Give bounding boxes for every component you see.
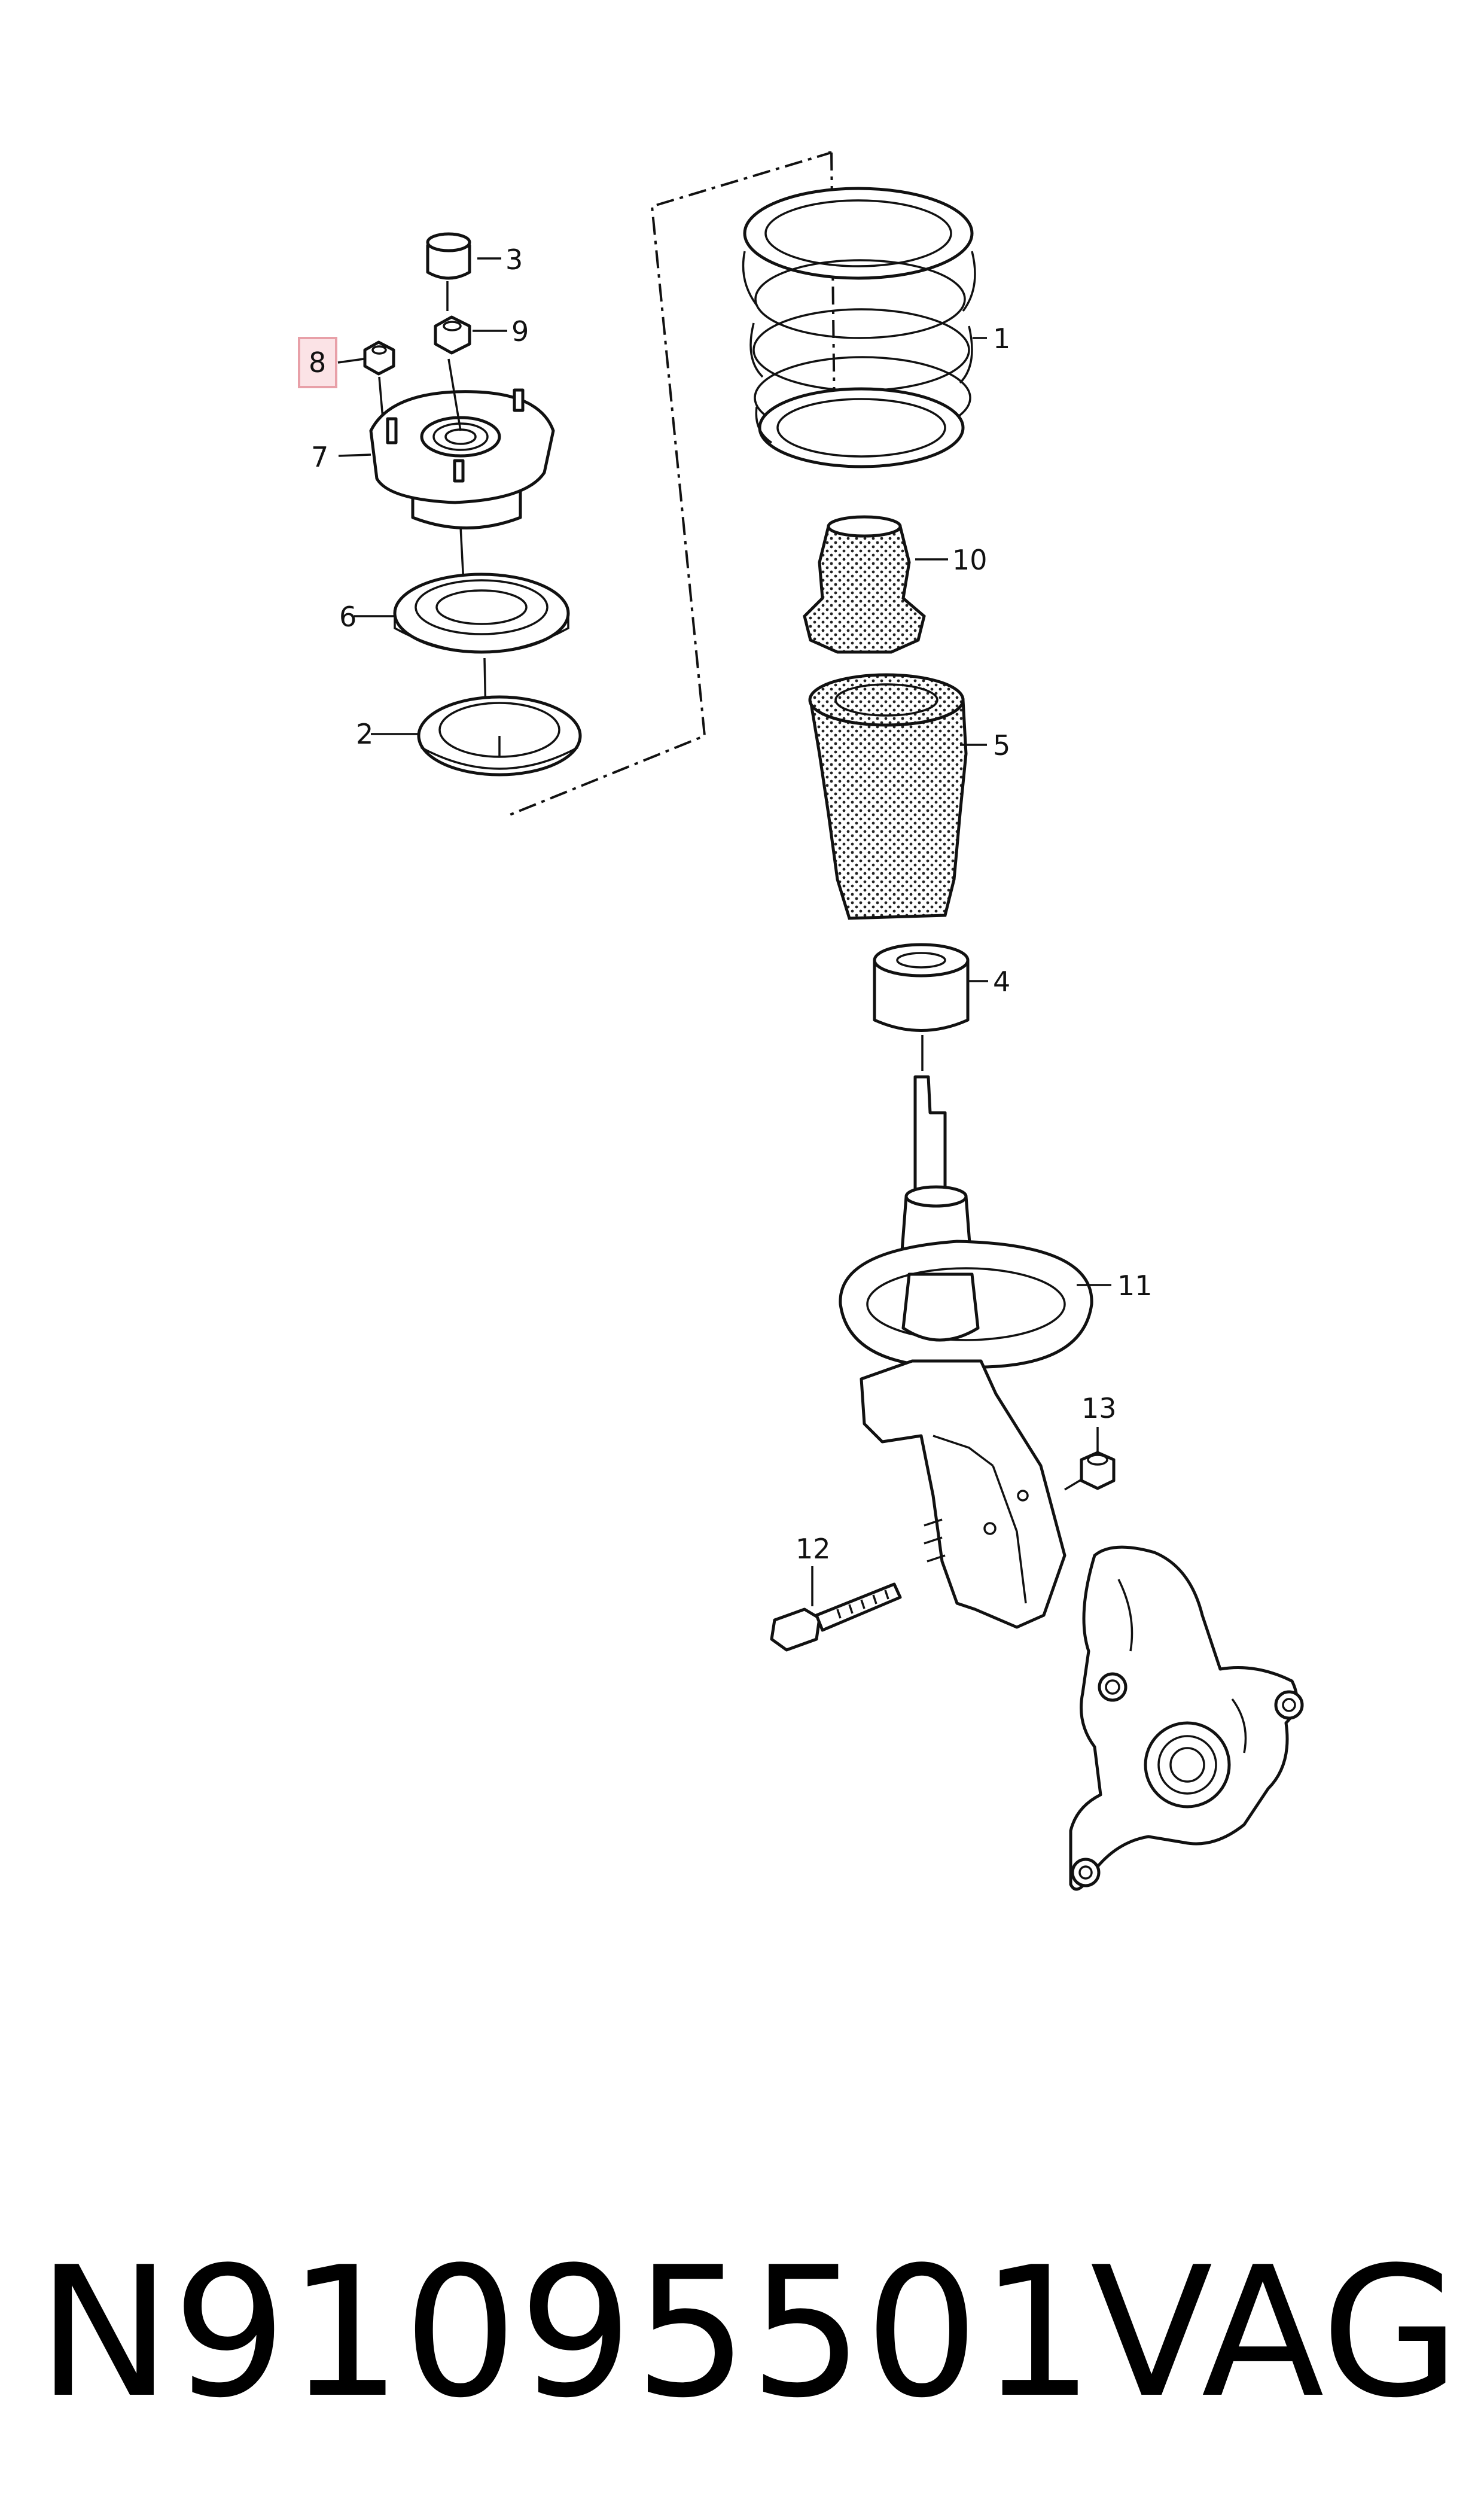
shock-absorber-strut bbox=[839, 1075, 1093, 1629]
suspension-exploded-diagram: 1 2 3 4 5 6 7 8 9 10 11 12 13 bbox=[298, 151, 1304, 1891]
callout-4: 4 bbox=[993, 966, 1010, 998]
steering-knuckle bbox=[1069, 1545, 1304, 1891]
part-3-dust-cap bbox=[426, 232, 471, 311]
part-10-bump-stop bbox=[803, 515, 926, 654]
callout-6: 6 bbox=[339, 601, 356, 633]
callout-9: 9 bbox=[511, 315, 529, 348]
part-2-spring-seat bbox=[417, 695, 582, 777]
callout-8: 8 bbox=[309, 346, 326, 379]
part-13-nut bbox=[1064, 1427, 1116, 1491]
callout-2: 2 bbox=[356, 718, 373, 750]
part-5-protective-boot bbox=[808, 673, 968, 920]
part-12-bolt bbox=[770, 1566, 902, 1652]
part-8-flange-nut bbox=[363, 340, 395, 419]
callout-11: 11 bbox=[1117, 1269, 1153, 1302]
part-7-strut-mount bbox=[369, 358, 555, 584]
part-1-coil-spring bbox=[742, 187, 976, 468]
part-4-stop-buffer bbox=[873, 943, 970, 1071]
brand-name: VAG bbox=[1090, 2228, 1460, 2437]
part-6-strut-bearing bbox=[393, 573, 570, 715]
footer: N91095501 VAG bbox=[0, 2208, 1484, 2459]
callout-1: 1 bbox=[993, 322, 1010, 355]
callout-12: 12 bbox=[796, 1533, 831, 1565]
assembly-dash-line bbox=[505, 151, 832, 818]
part-number: N91095501 bbox=[37, 2228, 1096, 2437]
part-9-nut bbox=[434, 315, 471, 355]
callout-5: 5 bbox=[993, 729, 1010, 762]
callout-13: 13 bbox=[1081, 1392, 1117, 1424]
callout-10: 10 bbox=[952, 544, 988, 576]
callout-3: 3 bbox=[505, 243, 523, 276]
part-8-highlight-box bbox=[298, 337, 337, 388]
callout-7: 7 bbox=[311, 441, 328, 473]
